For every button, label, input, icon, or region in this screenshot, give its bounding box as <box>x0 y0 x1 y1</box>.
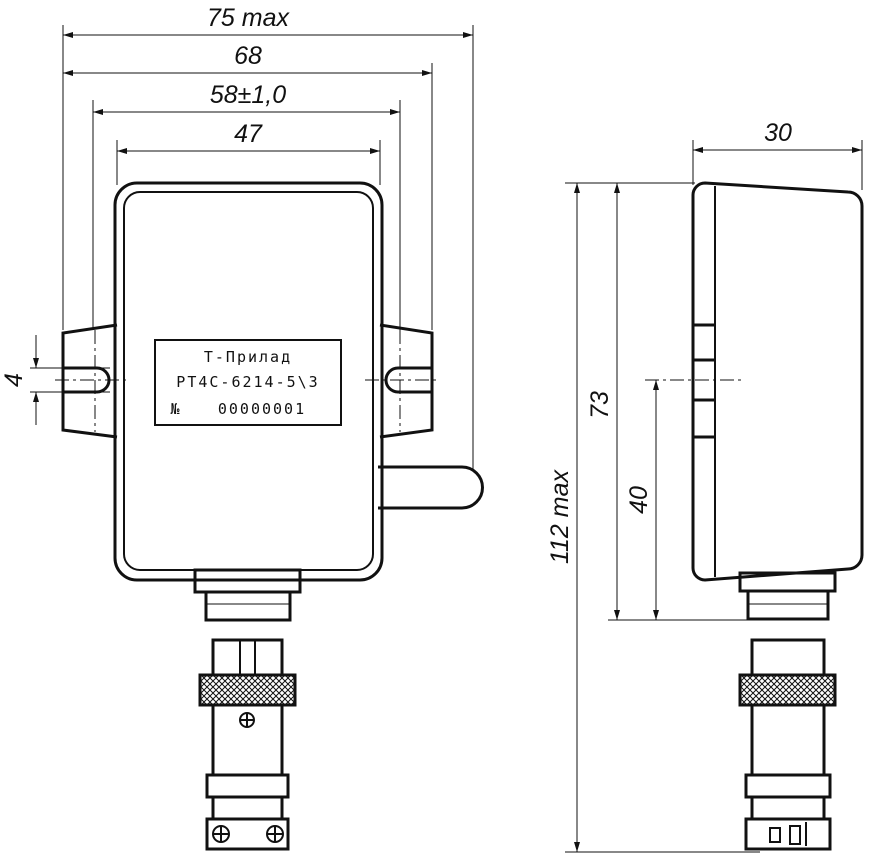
nameplate-number-label: № <box>170 400 181 418</box>
nameplate-serial-number: 00000001 <box>218 400 306 418</box>
right-mounting-ear <box>379 323 434 439</box>
housing-outer <box>113 181 384 582</box>
nameplate-brand: Т-Прилад <box>204 348 292 366</box>
plug-body-top <box>211 638 284 677</box>
dim-label-depth: 30 <box>764 119 792 147</box>
left-mounting-ear <box>61 323 118 439</box>
plug-collar <box>205 773 290 799</box>
front-view: 75 max 68 58±1,0 47 4 Т-Прилад РТ4С-6214… <box>0 4 484 851</box>
side-plug-body-top <box>750 638 826 677</box>
dim-label-body-width: 47 <box>234 120 263 148</box>
dim-label-mount-spacing: 58±1,0 <box>210 81 286 109</box>
side-view: 30 112 max 73 40 <box>546 119 864 853</box>
dim-label-width-max: 75 max <box>207 4 290 32</box>
dim-label-height-73: 73 <box>586 391 614 419</box>
side-plug-collar <box>744 773 832 799</box>
nameplate <box>154 339 342 426</box>
plug-neck <box>211 795 284 821</box>
side-plug-neck <box>750 795 826 821</box>
side-plug-body <box>750 703 826 777</box>
connector-thread <box>204 590 292 622</box>
nameplate-model: РТ4С-6214-5\3 <box>176 373 319 391</box>
probe <box>378 465 484 510</box>
dim-label-width-68: 68 <box>234 42 262 70</box>
dim-label-slot-height: 4 <box>0 373 28 387</box>
dim-label-height-40: 40 <box>625 486 653 514</box>
dim-label-height-max: 112 max <box>546 468 574 564</box>
knurled-ring <box>198 673 297 707</box>
side-knurled-ring <box>738 673 837 707</box>
side-connector-thread <box>746 589 830 621</box>
plug-end <box>205 817 290 851</box>
housing-side <box>691 181 864 582</box>
side-plug-end <box>744 817 832 851</box>
